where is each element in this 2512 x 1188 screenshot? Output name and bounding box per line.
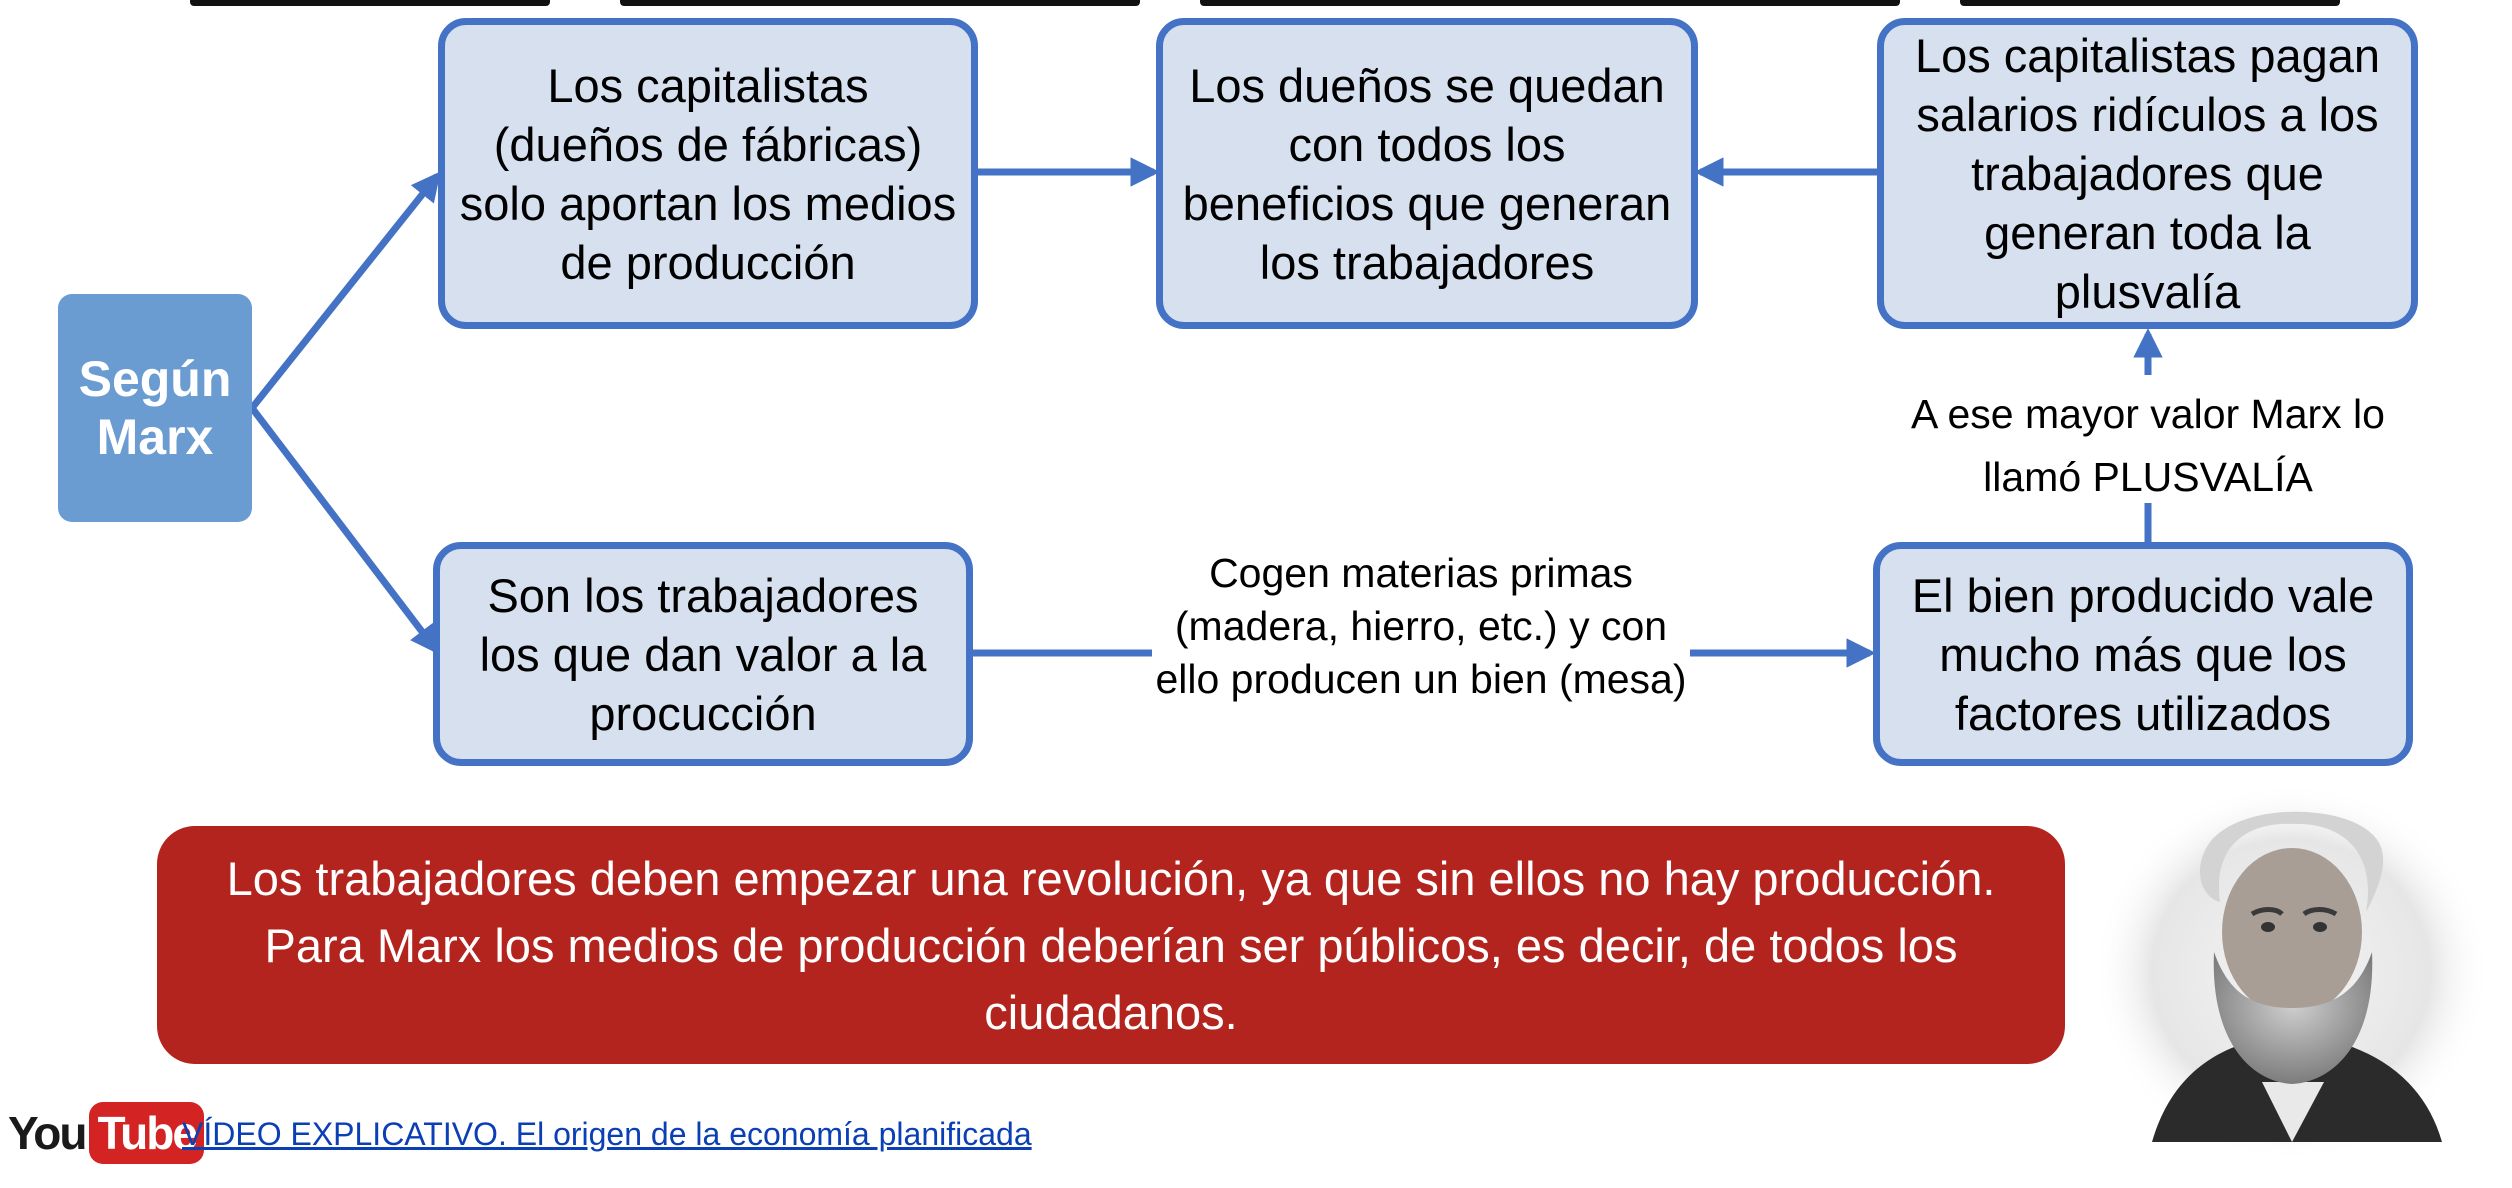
box-low-wages: Los capitalistas pagan salarios ridículo… [1877, 18, 2418, 329]
conclusion-banner: Los trabajadores deben empezar una revol… [157, 826, 2065, 1064]
box-low-wages-text: Los capitalistas pagan salarios ridículo… [1914, 29, 2381, 318]
label-surplus: A ese mayor valor Marx lo llamó PLUSVALÍ… [1888, 383, 2408, 509]
conclusion-text: Los trabajadores deben empezar una revol… [226, 851, 1996, 1039]
label-raw-materials: Cogen materias primas (madera, hierro, e… [1152, 547, 1690, 706]
segun-marx-node: Según Marx [58, 294, 252, 522]
box-workers-value: Son los trabajadores los que dan valor a… [433, 542, 973, 766]
label-raw-materials-text: Cogen materias primas (madera, hierro, e… [1155, 550, 1687, 702]
youtube-logo-you: You [8, 1107, 87, 1159]
clipped-top-text [0, 0, 2512, 6]
box-good-value: El bien producido vale mucho más que los… [1873, 542, 2413, 766]
karl-marx-portrait [2092, 782, 2490, 1162]
box-owners-profits: Los dueños se quedan con todos los benef… [1156, 18, 1698, 329]
segun-marx-label: Según Marx [78, 351, 232, 465]
arrow-start-to-workers [249, 405, 440, 655]
arrow-start-to-capitalists [249, 171, 441, 411]
youtube-logo-tube: Tube [89, 1102, 204, 1164]
box-good-value-text: El bien producido vale mucho más que los… [1911, 568, 2375, 740]
box-capitalists-text: Los capitalistas (dueños de fábricas) so… [459, 58, 957, 289]
box-owners-profits-text: Los dueños se quedan con todos los benef… [1182, 58, 1672, 289]
box-workers-value-text: Son los trabajadores los que dan valor a… [479, 568, 927, 740]
youtube-logo-icon[interactable]: You Tube [8, 1100, 204, 1166]
label-surplus-text: A ese mayor valor Marx lo llamó PLUSVALÍ… [1911, 391, 2385, 500]
box-capitalists: Los capitalistas (dueños de fábricas) so… [438, 18, 978, 329]
video-explanation-link[interactable]: VÍDEO EXPLICATIVO. El origen de la econo… [182, 1116, 1032, 1152]
